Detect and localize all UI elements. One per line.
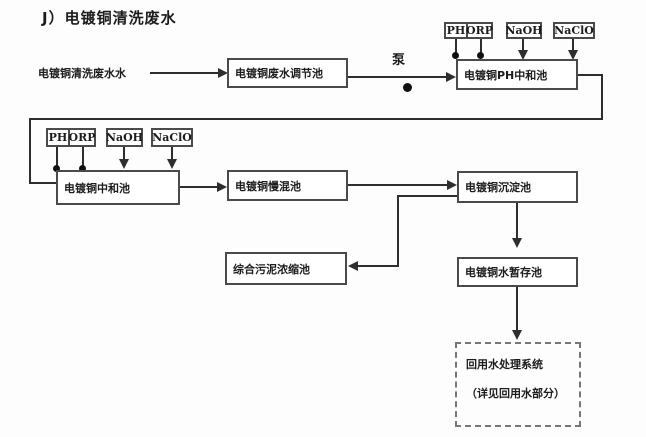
arrowhead-into-thickener (348, 261, 358, 271)
arrowhead-into-reuse (512, 330, 522, 340)
node-sludge-thickening-tank: 综合污泥浓缩池 (225, 252, 347, 285)
arrowhead-naoh-left (119, 159, 129, 169)
sensor-ph-top: PH (444, 22, 468, 39)
dosing-line-naoh-left (123, 147, 125, 161)
edge-source-to-regulating (150, 72, 220, 74)
edge-sedimentation-to-storage (516, 203, 518, 239)
sensor-ph-left-label: PH (48, 131, 68, 144)
pump-label: 泵 (392, 53, 406, 68)
edge-storage-to-reuse (516, 287, 518, 331)
sensor-orp-left-label: ORP (68, 131, 96, 144)
probe-dot-ph-top (452, 52, 459, 59)
return-line-right (578, 74, 603, 76)
probe-line-ph-top (455, 39, 457, 55)
sensor-orp-top: ORP (466, 22, 493, 39)
page-title: J）电镀铜清洗废水 (42, 9, 177, 27)
probe-line-orp-left (82, 147, 84, 168)
sludge-line-into-thickener (358, 265, 399, 267)
node-reuse-water-system-note: （详见回用水部分） (466, 387, 565, 400)
node-reuse-water-system: 回用水处理系统 （详见回用水部分） (455, 342, 581, 427)
dosing-naclo-top: NaClO (553, 22, 595, 39)
dosing-naoh-top-label: NaOH (505, 24, 543, 37)
dosing-naclo-top-label: NaClO (554, 24, 594, 37)
source-water-label: 电镀铜清洗废水水 (38, 67, 126, 80)
sensor-orp-top-label: ORP (466, 24, 493, 37)
node-neutralization-tank: 电镀铜中和池 (56, 170, 180, 205)
node-reuse-water-system-title: 回用水处理系统 (466, 358, 543, 371)
return-line-down-left (29, 118, 31, 184)
node-regulating-tank-label: 电镀铜废水调节池 (235, 67, 323, 80)
probe-dot-orp-left (79, 165, 86, 172)
edge-regulating-to-ph-tank (348, 76, 446, 78)
node-water-storage-tank-label: 电镀铜水暂存池 (465, 266, 542, 279)
node-ph-neutralization-tank: 电镀铜PH中和池 (456, 59, 578, 90)
return-line-down-right (601, 74, 603, 120)
return-line-into-neutralization (29, 182, 56, 184)
node-water-storage-tank: 电镀铜水暂存池 (457, 257, 578, 287)
dosing-naoh-top: NaOH (505, 22, 543, 39)
pump-dot (403, 83, 412, 92)
edge-neutralization-to-slowmix (180, 186, 218, 188)
arrowhead-into-slowmix (217, 182, 227, 192)
node-regulating-tank: 电镀铜废水调节池 (227, 58, 348, 88)
node-slow-mixing-tank-label: 电镀铜慢混池 (235, 179, 301, 193)
sludge-line-down (397, 195, 399, 267)
dosing-naclo-left: NaClO (151, 128, 193, 147)
sensor-ph-left: PH (46, 128, 70, 147)
dosing-line-naclo-top (572, 39, 574, 52)
edge-slowmix-to-sedimentation (348, 184, 448, 186)
node-slow-mixing-tank: 电镀铜慢混池 (227, 170, 348, 201)
node-sludge-thickening-tank-label: 综合污泥浓缩池 (233, 262, 310, 276)
arrowhead-naoh-top (518, 50, 528, 60)
node-ph-neutralization-tank-label: 电镀铜PH中和池 (464, 68, 548, 82)
node-sedimentation-tank-label: 电镀铜沉淀池 (465, 181, 531, 194)
arrowhead-into-sedimentation (447, 180, 457, 190)
probe-line-orp-top (480, 39, 482, 55)
dosing-line-naclo-left (171, 147, 173, 161)
arrowhead-naclo-top (568, 50, 578, 60)
node-neutralization-tank-label: 电镀铜中和池 (64, 181, 130, 195)
arrowhead-naclo-left (167, 159, 177, 169)
arrowhead-into-regulating (218, 68, 228, 78)
dosing-naoh-left: NaOH (106, 128, 143, 147)
arrowhead-into-storage (512, 238, 522, 248)
probe-dot-ph-left (53, 165, 60, 172)
node-sedimentation-tank: 电镀铜沉淀池 (457, 171, 578, 203)
dosing-naclo-left-label: NaClO (152, 131, 192, 144)
probe-dot-orp-top (477, 52, 484, 59)
arrowhead-into-ph-tank (446, 72, 456, 82)
sensor-ph-top-label: PH (446, 24, 466, 37)
dosing-line-naoh-top (522, 39, 524, 52)
dosing-naoh-left-label: NaOH (105, 131, 144, 144)
sludge-line-left (397, 195, 457, 197)
sensor-orp-left: ORP (68, 128, 96, 147)
probe-line-ph-left (56, 147, 58, 168)
return-line-across (29, 118, 603, 120)
